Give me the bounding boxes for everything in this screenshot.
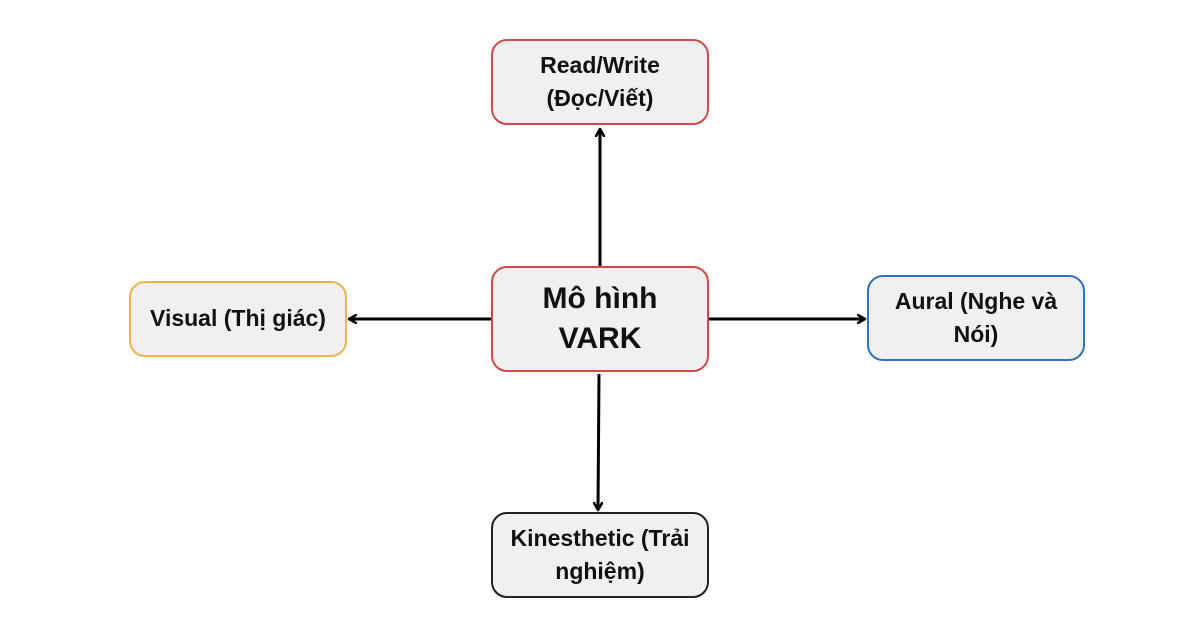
node-aural: Aural (Nghe và Nói) bbox=[867, 275, 1085, 361]
node-read-write: Read/Write (Đọc/Viết) bbox=[491, 39, 709, 125]
node-visual: Visual (Thị giác) bbox=[129, 281, 347, 357]
node-kinesthetic-line-2: nghiệm) bbox=[555, 558, 645, 584]
node-aural-line-1: Aural (Nghe và bbox=[894, 287, 1058, 314]
node-center-line-2: VARK bbox=[558, 322, 642, 355]
node-kinesthetic: Kinesthetic (Trải nghiệm) bbox=[491, 512, 709, 598]
node-kinesthetic-line-1: Kinesthetic (Trải bbox=[510, 524, 690, 551]
node-read-write-line-1: Read/Write bbox=[540, 51, 660, 78]
node-visual-line-1: Visual (Thị giác) bbox=[150, 305, 326, 332]
node-read-write-line-2: (Đọc/Viết) bbox=[546, 85, 654, 111]
node-center-line-1: Mô hình bbox=[542, 281, 658, 315]
node-aural-line-2: Nói) bbox=[953, 321, 999, 347]
node-center-vark: Mô hình VARK bbox=[491, 266, 709, 372]
arrow-to-kinesthetic bbox=[598, 373, 599, 510]
